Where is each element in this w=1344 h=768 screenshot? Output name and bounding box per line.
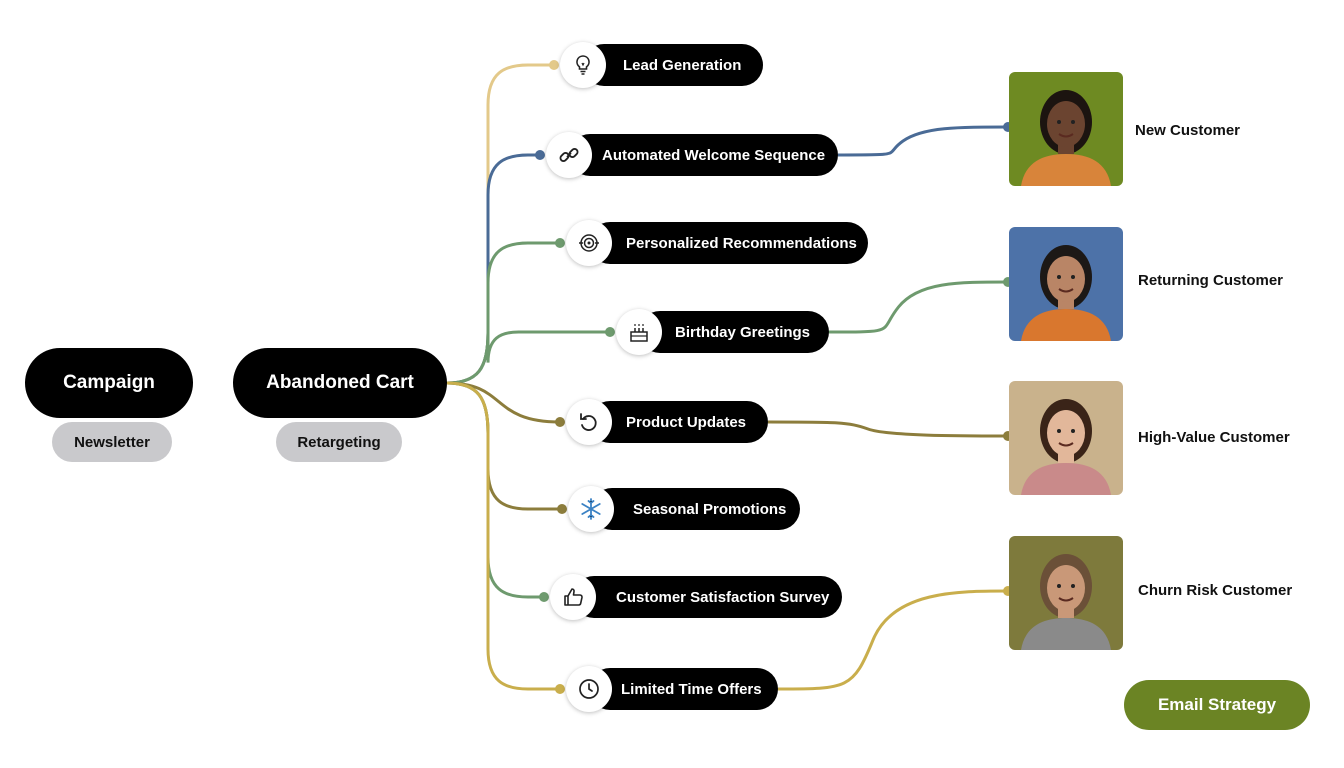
customer-label: New Customer [1135, 122, 1241, 139]
snowflake-icon [568, 486, 614, 532]
branch-connector [446, 381, 560, 691]
branch-connector-dot [535, 150, 545, 160]
branch-connector [446, 381, 544, 599]
branch-node[interactable]: Personalized Recommendations [589, 222, 868, 264]
customer-avatar[interactable] [1009, 227, 1123, 341]
lightbulb-icon [560, 42, 606, 88]
branch-label: Limited Time Offers [621, 680, 762, 698]
branch-label: Automated Welcome Sequence [602, 146, 826, 164]
customer-connector [777, 589, 1009, 691]
hub-node[interactable]: Abandoned Cart [233, 348, 447, 418]
branch-label: Personalized Recommendations [626, 234, 857, 252]
branch-connector [446, 381, 562, 511]
branch-connector [446, 330, 610, 385]
root-sub-badge: Newsletter [52, 422, 172, 462]
target-icon [566, 220, 612, 266]
customer-label: High-Value Customer [1138, 429, 1290, 446]
link-icon [546, 132, 592, 178]
branch-connector [446, 153, 540, 385]
branch-connector-dot [549, 60, 559, 70]
branch-connector-dot [555, 684, 565, 694]
branch-label: Product Updates [626, 413, 747, 431]
branch-connector-dot [605, 327, 615, 337]
branch-node[interactable]: Birthday Greetings [639, 311, 829, 353]
thumbs-up-icon [550, 574, 596, 620]
branch-connector [446, 381, 561, 424]
branch-label: Seasonal Promotions [633, 500, 787, 518]
root-sub-label: Newsletter [74, 433, 150, 451]
branch-node[interactable]: Limited Time Offers [589, 668, 778, 710]
customer-avatar[interactable] [1009, 536, 1123, 650]
branch-connector-dot [555, 238, 565, 248]
branch-node[interactable]: Customer Satisfaction Survey [573, 576, 842, 618]
customer-connector [828, 280, 1009, 334]
branch-node[interactable]: Seasonal Promotions [591, 488, 800, 530]
branch-label: Lead Generation [623, 56, 742, 74]
branch-node[interactable]: Automated Welcome Sequence [569, 134, 838, 176]
branch-node[interactable]: Lead Generation [583, 44, 763, 86]
branch-connector [446, 241, 560, 385]
customer-avatar[interactable] [1009, 381, 1123, 495]
refresh-icon [566, 399, 612, 445]
root-node[interactable]: Campaign [25, 348, 193, 418]
email-strategy-label: Email Strategy [1157, 695, 1277, 714]
customer-connector [767, 420, 1009, 438]
branch-connector-dot [539, 592, 549, 602]
hub-label: Abandoned Cart [266, 372, 414, 393]
branch-connector-dot [557, 504, 567, 514]
branch-connector-dot [555, 417, 565, 427]
branch-label: Customer Satisfaction Survey [616, 588, 830, 606]
customer-label: Returning Customer [1138, 272, 1284, 289]
cake-icon [616, 309, 662, 355]
root-label: Campaign [63, 372, 155, 393]
hub-sub-label: Retargeting [297, 433, 381, 451]
branch-node[interactable]: Product Updates [589, 401, 768, 443]
customer-label: Churn Risk Customer [1138, 582, 1293, 599]
email-strategy-button[interactable]: Email Strategy [1124, 680, 1310, 730]
customer-avatar[interactable] [1009, 72, 1123, 186]
hub-sub-badge: Retargeting [276, 422, 402, 462]
branch-label: Birthday Greetings [675, 323, 811, 341]
clock-icon [566, 666, 612, 712]
customer-connector [837, 125, 1009, 157]
